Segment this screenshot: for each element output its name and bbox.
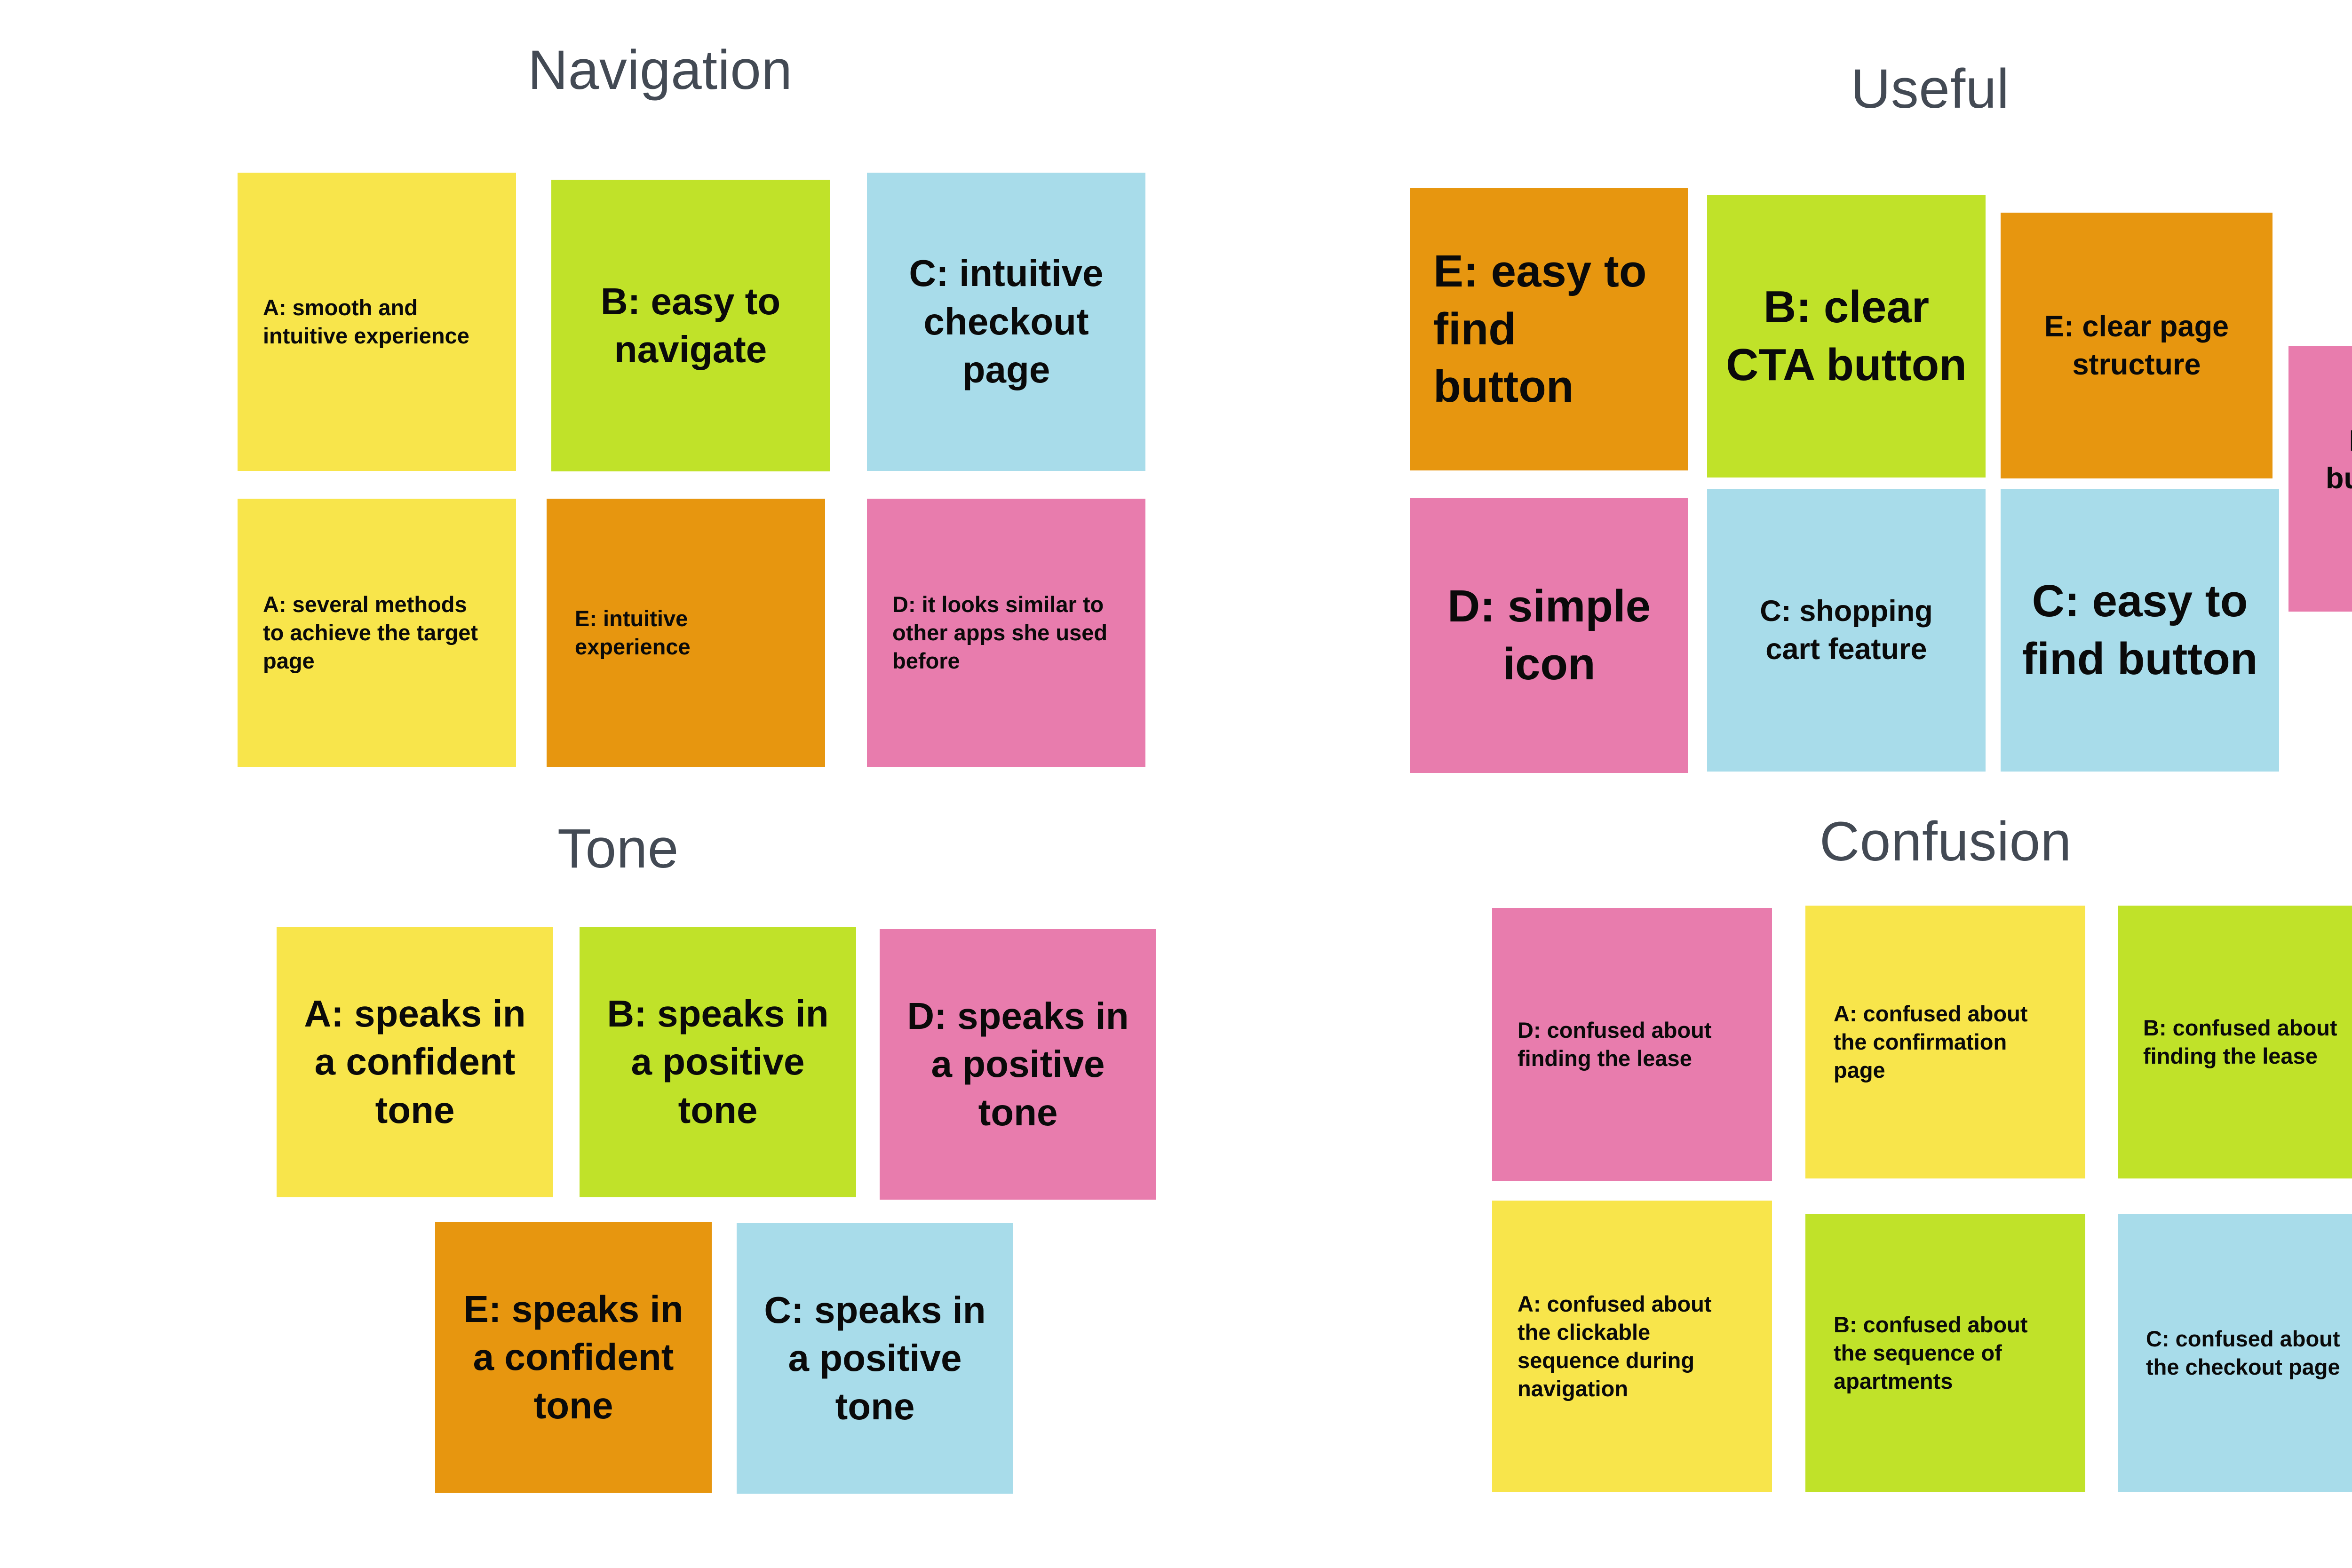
sticky-note-use-c-easyfind[interactable]: C: easy to find button [2001,489,2279,772]
sticky-note-text: C: confused about the checkout page [2146,1326,2340,1379]
sticky-note-use-e-easyfind[interactable]: E: easy to find button [1410,188,1688,470]
sticky-note-text: B: confused about finding the lease [2143,1015,2337,1068]
sticky-note-nav-b-easy[interactable]: B: easy to navigate [551,180,830,471]
sticky-note-conf-a-click[interactable]: A: confused about the clickable sequence… [1492,1201,1772,1492]
sticky-note-use-b-clearcta[interactable]: B: clear CTA button [1707,195,1986,478]
sticky-note-use-c-cart[interactable]: C: shopping cart feature [1707,489,1986,772]
sticky-note-text: C: intuitive checkout page [909,252,1104,391]
sticky-note-conf-a-confirm[interactable]: A: confused about the confirmation page [1805,906,2085,1178]
sticky-note-text: C: speaks in a positive tone [764,1289,986,1427]
sticky-note-use-e-clearpage[interactable]: E: clear page structure [2001,213,2273,478]
sticky-note-text: E: easy to find button [1433,246,1647,412]
sticky-note-text: D: the CTA button is hard to see [2326,424,2352,495]
sticky-note-text: A: confused about the clickable sequence… [1518,1291,1712,1401]
sticky-note-tone-d[interactable]: D: speaks in a positive tone [880,929,1156,1200]
sticky-note-tone-a[interactable]: A: speaks in a confident tone [277,927,553,1197]
sticky-note-text: A: speaks in a confident tone [304,992,526,1131]
section-title-navigation: Navigation [528,39,793,101]
sticky-note-use-d-simple[interactable]: D: simple icon [1410,498,1688,773]
section-title-useful: Useful [1851,58,2010,120]
sticky-note-nav-d-itlooks[interactable]: D: it looks similar to other apps she us… [867,499,1145,767]
section-title-confusion: Confusion [1820,811,2072,873]
sticky-note-text: B: easy to navigate [600,280,781,370]
sticky-note-nav-c-intuitive[interactable]: C: intuitive checkout page [867,173,1145,471]
sticky-note-tone-b[interactable]: B: speaks in a positive tone [580,927,856,1197]
sticky-note-text: A: smooth and intuitive experience [263,294,469,348]
sticky-note-text: C: easy to find button [2022,576,2258,684]
sticky-note-text: E: intuitive experience [575,605,691,659]
sticky-note-nav-e-intuitive[interactable]: E: intuitive experience [547,499,825,767]
sticky-note-text: D: simple icon [1447,581,1651,689]
section-title-tone: Tone [557,818,679,880]
sticky-note-text: A: confused about the confirmation page [1834,1001,2028,1083]
sticky-note-conf-b-lease[interactable]: B: confused about finding the lease [2118,906,2352,1178]
sticky-note-tone-e[interactable]: E: speaks in a confident tone [435,1222,712,1493]
sticky-note-nav-a-smooth[interactable]: A: smooth and intuitive experience [238,173,516,471]
sticky-note-tone-c[interactable]: C: speaks in a positive tone [737,1223,1013,1494]
sticky-note-nav-a-several[interactable]: A: several methods to achieve the target… [238,499,516,767]
sticky-note-text: A: several methods to achieve the target… [263,591,478,674]
sticky-note-text: B: confused about the sequence of apartm… [1834,1312,2028,1394]
sticky-note-text: D: it looks similar to other apps she us… [892,591,1108,674]
sticky-note-text: D: confused about finding the lease [1518,1017,1712,1071]
sticky-note-text: E: clear page structure [2044,310,2229,381]
sticky-note-conf-c-checkout[interactable]: C: confused about the checkout page [2118,1214,2352,1492]
sticky-note-text: B: speaks in a positive tone [607,992,829,1131]
sticky-note-use-d-ctahard[interactable]: D: the CTA button is hard to see [2288,346,2352,612]
sticky-note-text: D: speaks in a positive tone [907,995,1129,1133]
sticky-note-text: B: clear CTA button [1726,282,1967,390]
sticky-note-conf-d-lease[interactable]: D: confused about finding the lease [1492,908,1772,1181]
sticky-note-text: C: shopping cart feature [1760,595,1933,666]
sticky-note-conf-b-seq[interactable]: B: confused about the sequence of apartm… [1805,1214,2085,1492]
sticky-note-text: E: speaks in a confident tone [463,1288,683,1426]
